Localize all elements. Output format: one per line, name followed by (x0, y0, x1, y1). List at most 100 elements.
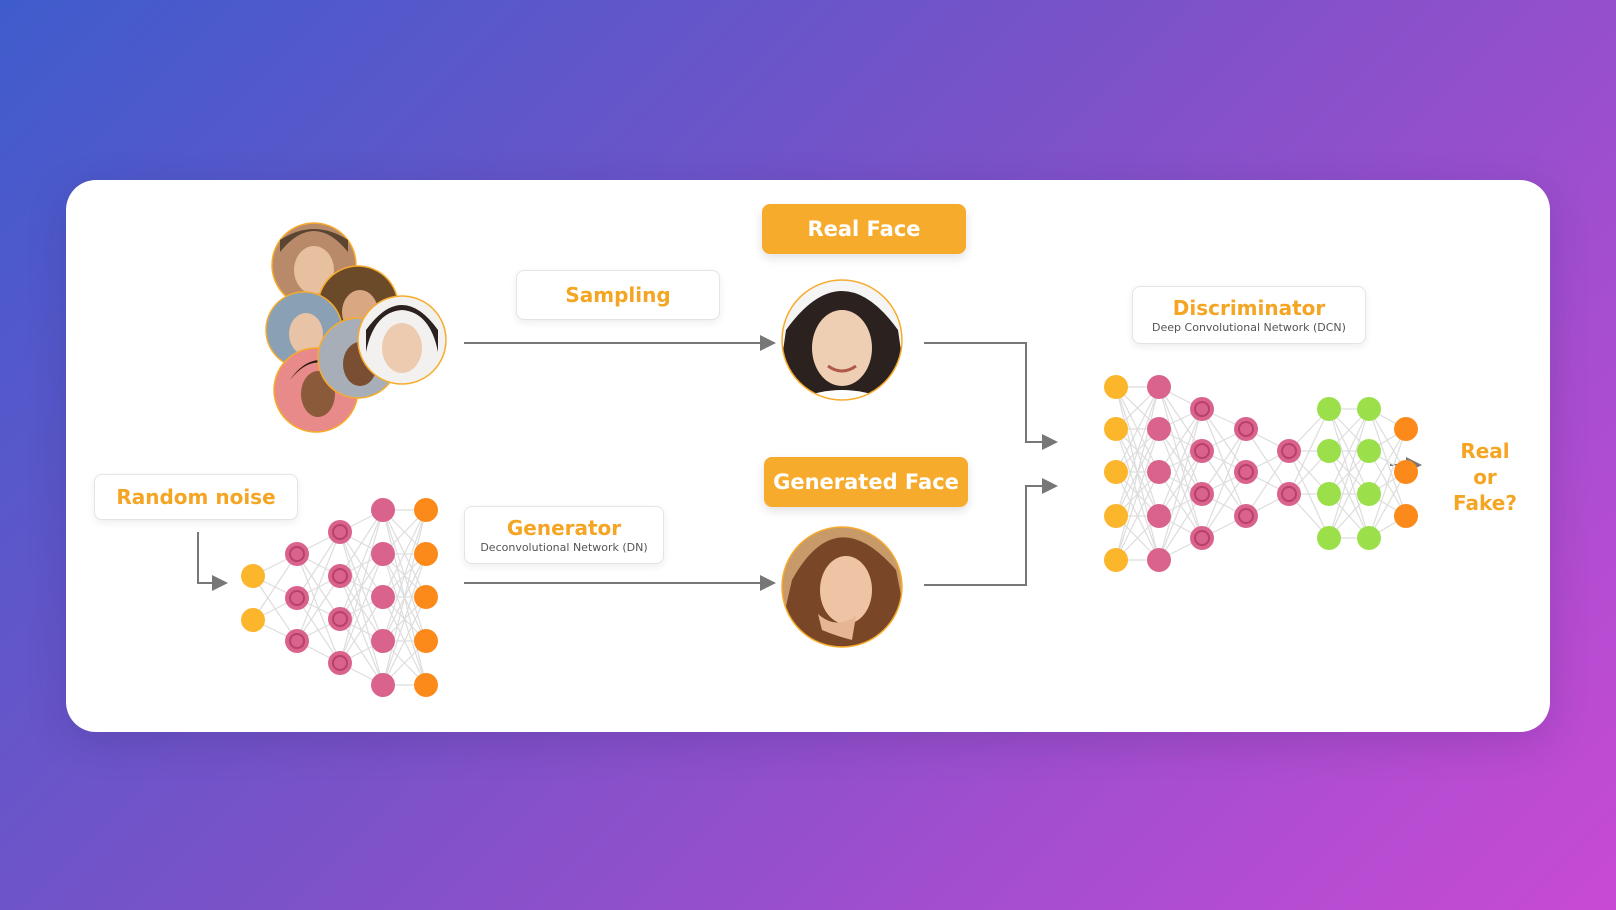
generator-link (296, 531, 341, 642)
discriminator-subtitle: Deep Convolutional Network (DCN) (1152, 320, 1346, 334)
discriminator-node (1147, 504, 1171, 528)
verdict-text: Real or Fake? (1450, 438, 1520, 516)
generator-node (414, 629, 438, 653)
generated-to-discriminator-arrow (924, 478, 1058, 586)
generator-node (285, 542, 309, 566)
discriminator-link (1328, 450, 1370, 539)
discriminator-node (1104, 417, 1128, 441)
discriminator-node (1147, 375, 1171, 399)
generator-node-ring (332, 611, 348, 627)
generator-link (339, 553, 384, 664)
generator-node (285, 586, 309, 610)
discriminator-link (1115, 428, 1160, 561)
real-face-photo (781, 279, 903, 401)
collage-face-6 (357, 295, 447, 385)
discriminator-link (1158, 450, 1203, 561)
discriminator-link (1368, 471, 1407, 539)
generator-link (382, 553, 427, 686)
discriminator-link (1368, 428, 1407, 495)
random-noise-label: Random noise (94, 474, 298, 520)
discriminator-link (1158, 408, 1203, 517)
generated-face-label: Generated Face (764, 457, 968, 507)
verdict-real: Real (1460, 439, 1510, 463)
gan-diagram-card: Sampling Random noise Generator Deconvol… (66, 180, 1550, 732)
discriminator-node (1394, 417, 1418, 441)
real-face-label: Real Face (762, 204, 966, 254)
discriminator-node-ring (1281, 443, 1297, 459)
discriminator-link (1328, 408, 1370, 495)
generated-face-photo (781, 526, 903, 648)
generator-link (296, 575, 341, 642)
real-to-discriminator-arrow (924, 342, 1058, 450)
real-faces-collage (265, 222, 447, 433)
generator-node (414, 673, 438, 697)
discriminator-link (1158, 408, 1203, 561)
discriminator-node (1317, 526, 1341, 550)
discriminator-link (1115, 386, 1160, 561)
sampling-label: Sampling (516, 270, 720, 320)
generator-node-ring (332, 524, 348, 540)
discriminator-link (1115, 386, 1160, 473)
generator-link (339, 509, 384, 577)
generator-node (371, 629, 395, 653)
generator-link (296, 531, 341, 599)
discriminator-node (1147, 417, 1171, 441)
generator-node (414, 542, 438, 566)
discriminator-node (1104, 460, 1128, 484)
discriminator-link (1158, 408, 1203, 473)
generator-link (252, 553, 298, 621)
generator-node (328, 607, 352, 631)
discriminator-link (1115, 471, 1160, 561)
discriminator-node (1234, 417, 1258, 441)
generator-label: Generator Deconvolutional Network (DN) (464, 506, 664, 564)
generator-node (371, 673, 395, 697)
gan-diagram (197, 222, 1422, 697)
discriminator-node (1317, 397, 1341, 421)
discriminator-network (1104, 375, 1418, 572)
discriminator-link (1201, 428, 1247, 495)
discriminator-node-ring (1238, 464, 1254, 480)
discriminator-node (1104, 548, 1128, 572)
discriminator-node-ring (1281, 486, 1297, 502)
discriminator-node (1317, 439, 1341, 463)
discriminator-node (1357, 397, 1381, 421)
discriminator-node (1357, 482, 1381, 506)
discriminator-node (1394, 460, 1418, 484)
discriminator-node-ring (1194, 530, 1210, 546)
generator-link (339, 509, 384, 620)
discriminator-node-ring (1238, 508, 1254, 524)
discriminator-node (1190, 439, 1214, 463)
generator-node-ring (289, 633, 305, 649)
generator-link (339, 596, 384, 664)
generator-link (382, 509, 427, 598)
discriminator-title: Discriminator (1172, 295, 1326, 320)
discriminator-node (1147, 548, 1171, 572)
discriminator-link (1245, 450, 1290, 517)
discriminator-link (1328, 408, 1370, 539)
discriminator-link (1158, 493, 1203, 561)
discriminator-node (1104, 504, 1128, 528)
discriminator-node (1277, 439, 1301, 463)
generator-node (328, 520, 352, 544)
generator-link (382, 509, 427, 686)
discriminator-node-ring (1194, 401, 1210, 417)
verdict-fake: Fake? (1453, 491, 1517, 515)
random-noise-text: Random noise (116, 485, 276, 509)
generator-node-ring (289, 546, 305, 562)
generator-link (382, 596, 427, 686)
generator-node (414, 585, 438, 609)
discriminator-link (1368, 428, 1407, 539)
generator-node (414, 498, 438, 522)
generator-network (241, 498, 438, 697)
generator-title: Generator (506, 515, 622, 540)
discriminator-node (1104, 375, 1128, 399)
sampling-text: Sampling (565, 283, 671, 307)
generator-node (241, 608, 265, 632)
generator-link (339, 509, 384, 664)
discriminator-node (1277, 482, 1301, 506)
discriminator-node (1190, 526, 1214, 550)
generator-node (371, 498, 395, 522)
discriminator-node (1357, 439, 1381, 463)
discriminator-node (1147, 460, 1171, 484)
generator-node-ring (332, 568, 348, 584)
